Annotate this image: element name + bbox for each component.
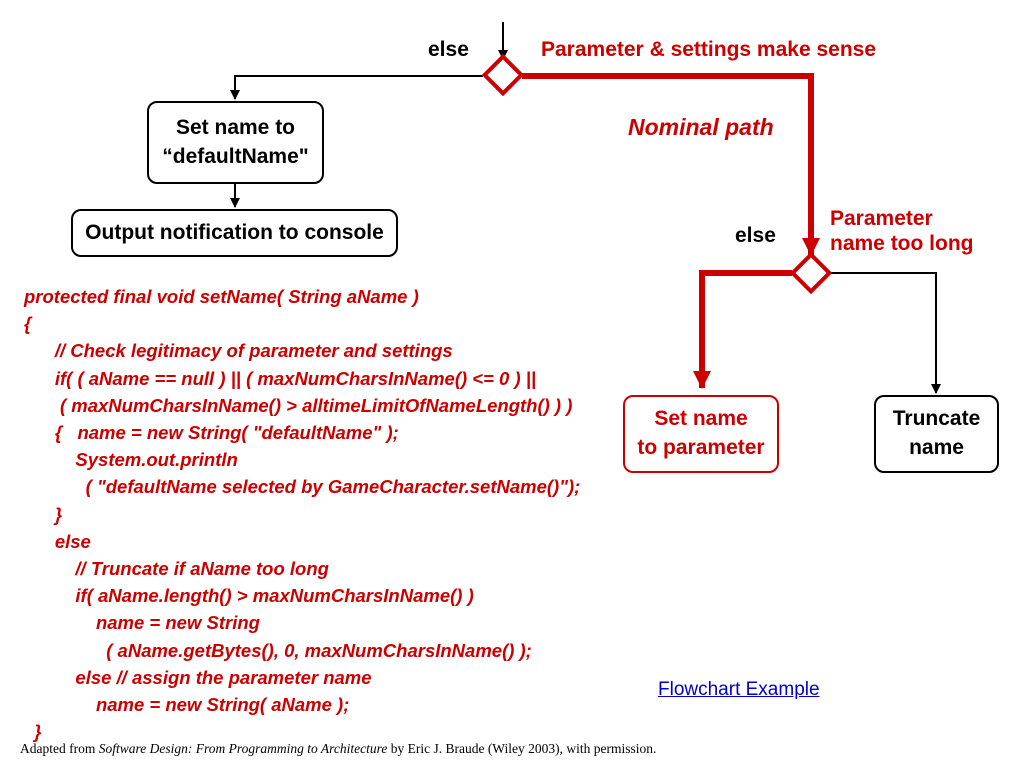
code-listing: protected final void setName( String aNa… (24, 283, 580, 745)
code-line: else // assign the parameter name (24, 666, 372, 688)
code-line: if( ( aName == null ) || ( maxNumCharsIn… (24, 367, 537, 389)
top-else-label: else (428, 38, 469, 61)
footer-book-title: Software Design: From Programming to Arc… (98, 741, 388, 756)
code-line: ( aName.getBytes(), 0, maxNumCharsInName… (24, 639, 532, 661)
footer-prefix: Adapted from (20, 741, 99, 756)
set-name-to-parameter-box: Set name to parameter (623, 395, 779, 473)
nominal-path-label: Nominal path (628, 114, 774, 140)
code-line: } (24, 503, 63, 525)
code-line: // Check legitimacy of parameter and set… (24, 340, 453, 362)
code-line: name = new String (24, 612, 260, 634)
code-line: } (24, 721, 42, 743)
code-line: name = new String( aName ); (24, 694, 350, 716)
footer-attribution: Adapted from Software Design: From Progr… (20, 741, 656, 757)
output-notification-box: Output notification to console (71, 209, 398, 257)
flowchart-example-link[interactable]: Flowchart Example (658, 679, 820, 700)
mid-to-truncate-connector (830, 272, 941, 394)
code-line: else (24, 530, 91, 552)
code-line: // Truncate if aName too long (24, 558, 329, 580)
code-line: { (24, 313, 32, 335)
mid-else-label: else (735, 224, 776, 247)
top-else-connector (230, 75, 483, 100)
code-line: { name = new String( "defaultName" ); (24, 422, 399, 444)
nominal-path-connector (522, 73, 820, 256)
top-condition-label: Parameter & settings make sense (541, 38, 877, 61)
set-default-name-box: Set name to “defaultName" (147, 101, 324, 184)
code-line: ( maxNumCharsInName() > alltimeLimitOfNa… (24, 394, 573, 416)
top-decision-diamond (481, 53, 525, 97)
code-line: if( aName.length() > maxNumCharsInName()… (24, 585, 474, 607)
mid-else-connector (693, 270, 792, 389)
footer-suffix: by Eric J. Braude (Wiley 2003), with per… (387, 741, 657, 756)
truncate-name-box: Truncate name (874, 395, 999, 473)
mid-condition-label-line2: name too long (830, 232, 974, 255)
mid-decision-diamond (789, 251, 833, 295)
code-line: System.out.println (24, 449, 238, 471)
mid-condition-label-line1: Parameter (830, 207, 933, 230)
code-line: protected final void setName( String aNa… (24, 286, 419, 307)
code-line: ( "defaultName selected by GameCharacter… (24, 476, 581, 498)
